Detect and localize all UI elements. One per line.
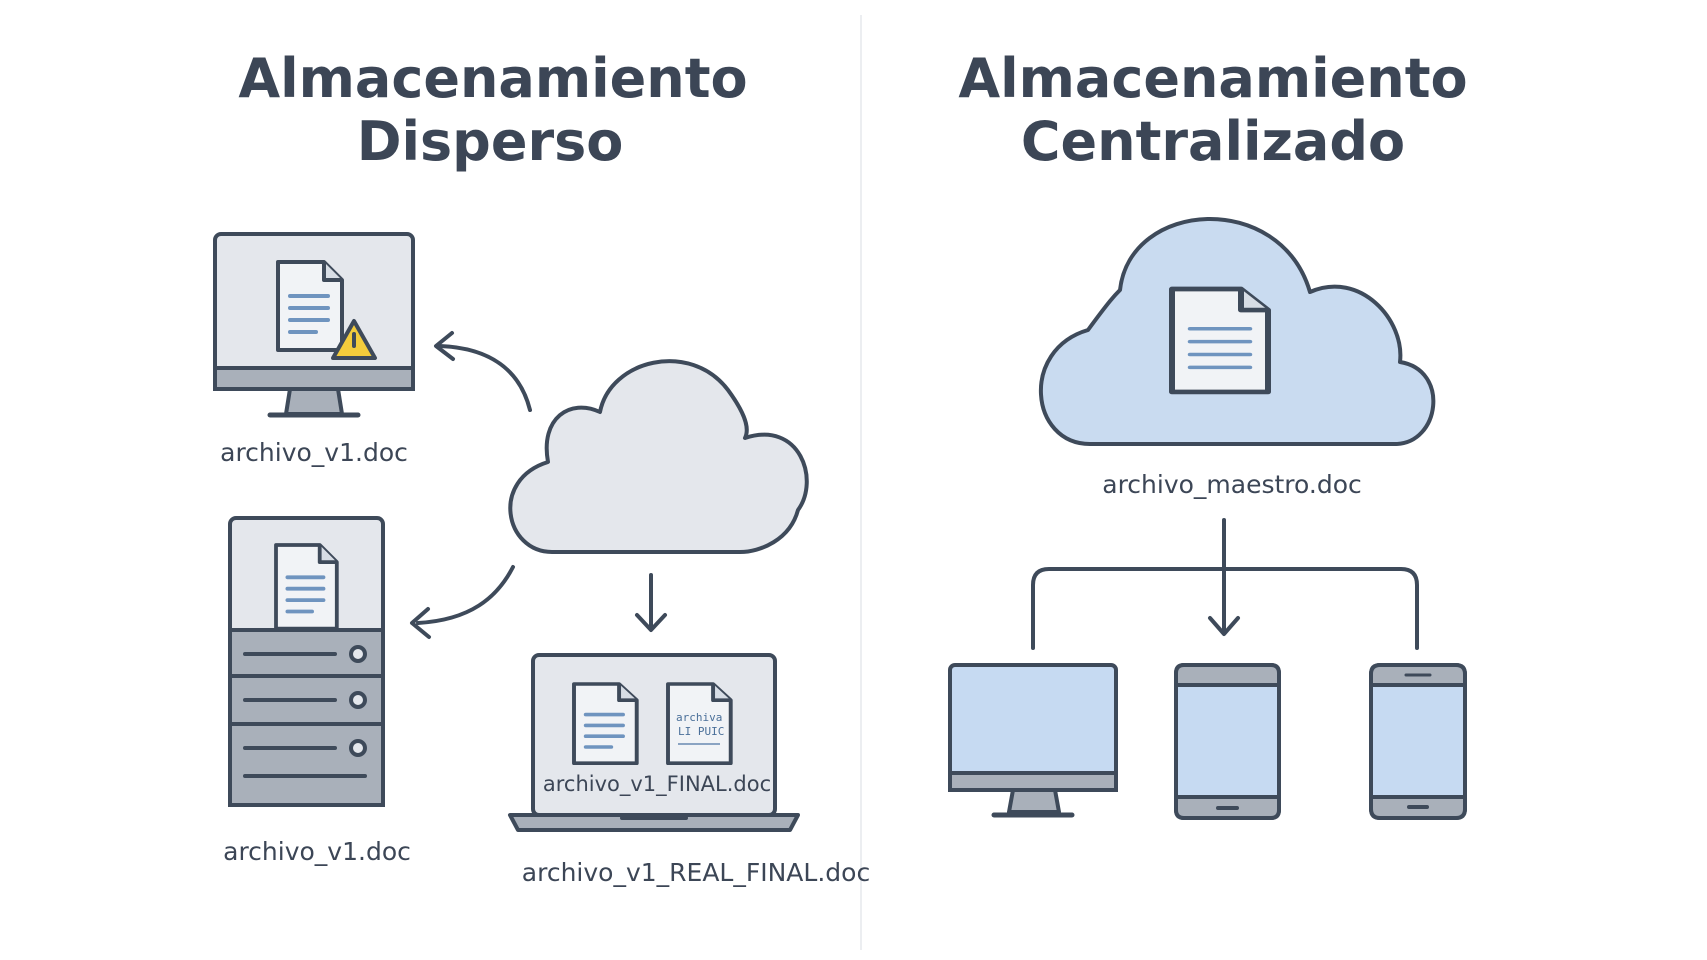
tablet-icon (1174, 663, 1281, 820)
document-icon (274, 543, 339, 631)
left-title-line1: Almacenamiento (238, 47, 747, 110)
distribution-connector (1031, 518, 1419, 650)
master-file-label: archivo_maestro.doc (1102, 470, 1362, 499)
document-icon (276, 260, 344, 352)
right-title-line2: Centralizado (1021, 110, 1405, 173)
monitor-icon (948, 663, 1118, 818)
phone-icon (1369, 663, 1467, 820)
doc-scribble-line2: LI PUIC (678, 725, 724, 738)
warning-icon (331, 319, 377, 360)
laptop-screen-file-label: archivo_v1_FINAL.doc (543, 772, 771, 797)
right-title-line1: Almacenamiento (958, 47, 1467, 110)
laptop-icon (508, 653, 800, 832)
document-icon (572, 682, 639, 766)
server-file-label: archivo_v1.doc (223, 837, 411, 866)
arrow-to-laptop (635, 573, 667, 632)
laptop-file-label: archivo_v1_REAL_FINAL.doc (522, 858, 870, 887)
arrow-to-desktop (434, 331, 532, 412)
doc-scribble-line1: archiva (676, 711, 722, 724)
document-icon (1172, 289, 1268, 392)
left-title-line2: Disperso (357, 110, 624, 173)
desktop-file-label: archivo_v1.doc (220, 438, 408, 467)
server-icon (228, 516, 385, 807)
arrow-to-server (410, 565, 515, 639)
cloud-icon (508, 359, 809, 554)
